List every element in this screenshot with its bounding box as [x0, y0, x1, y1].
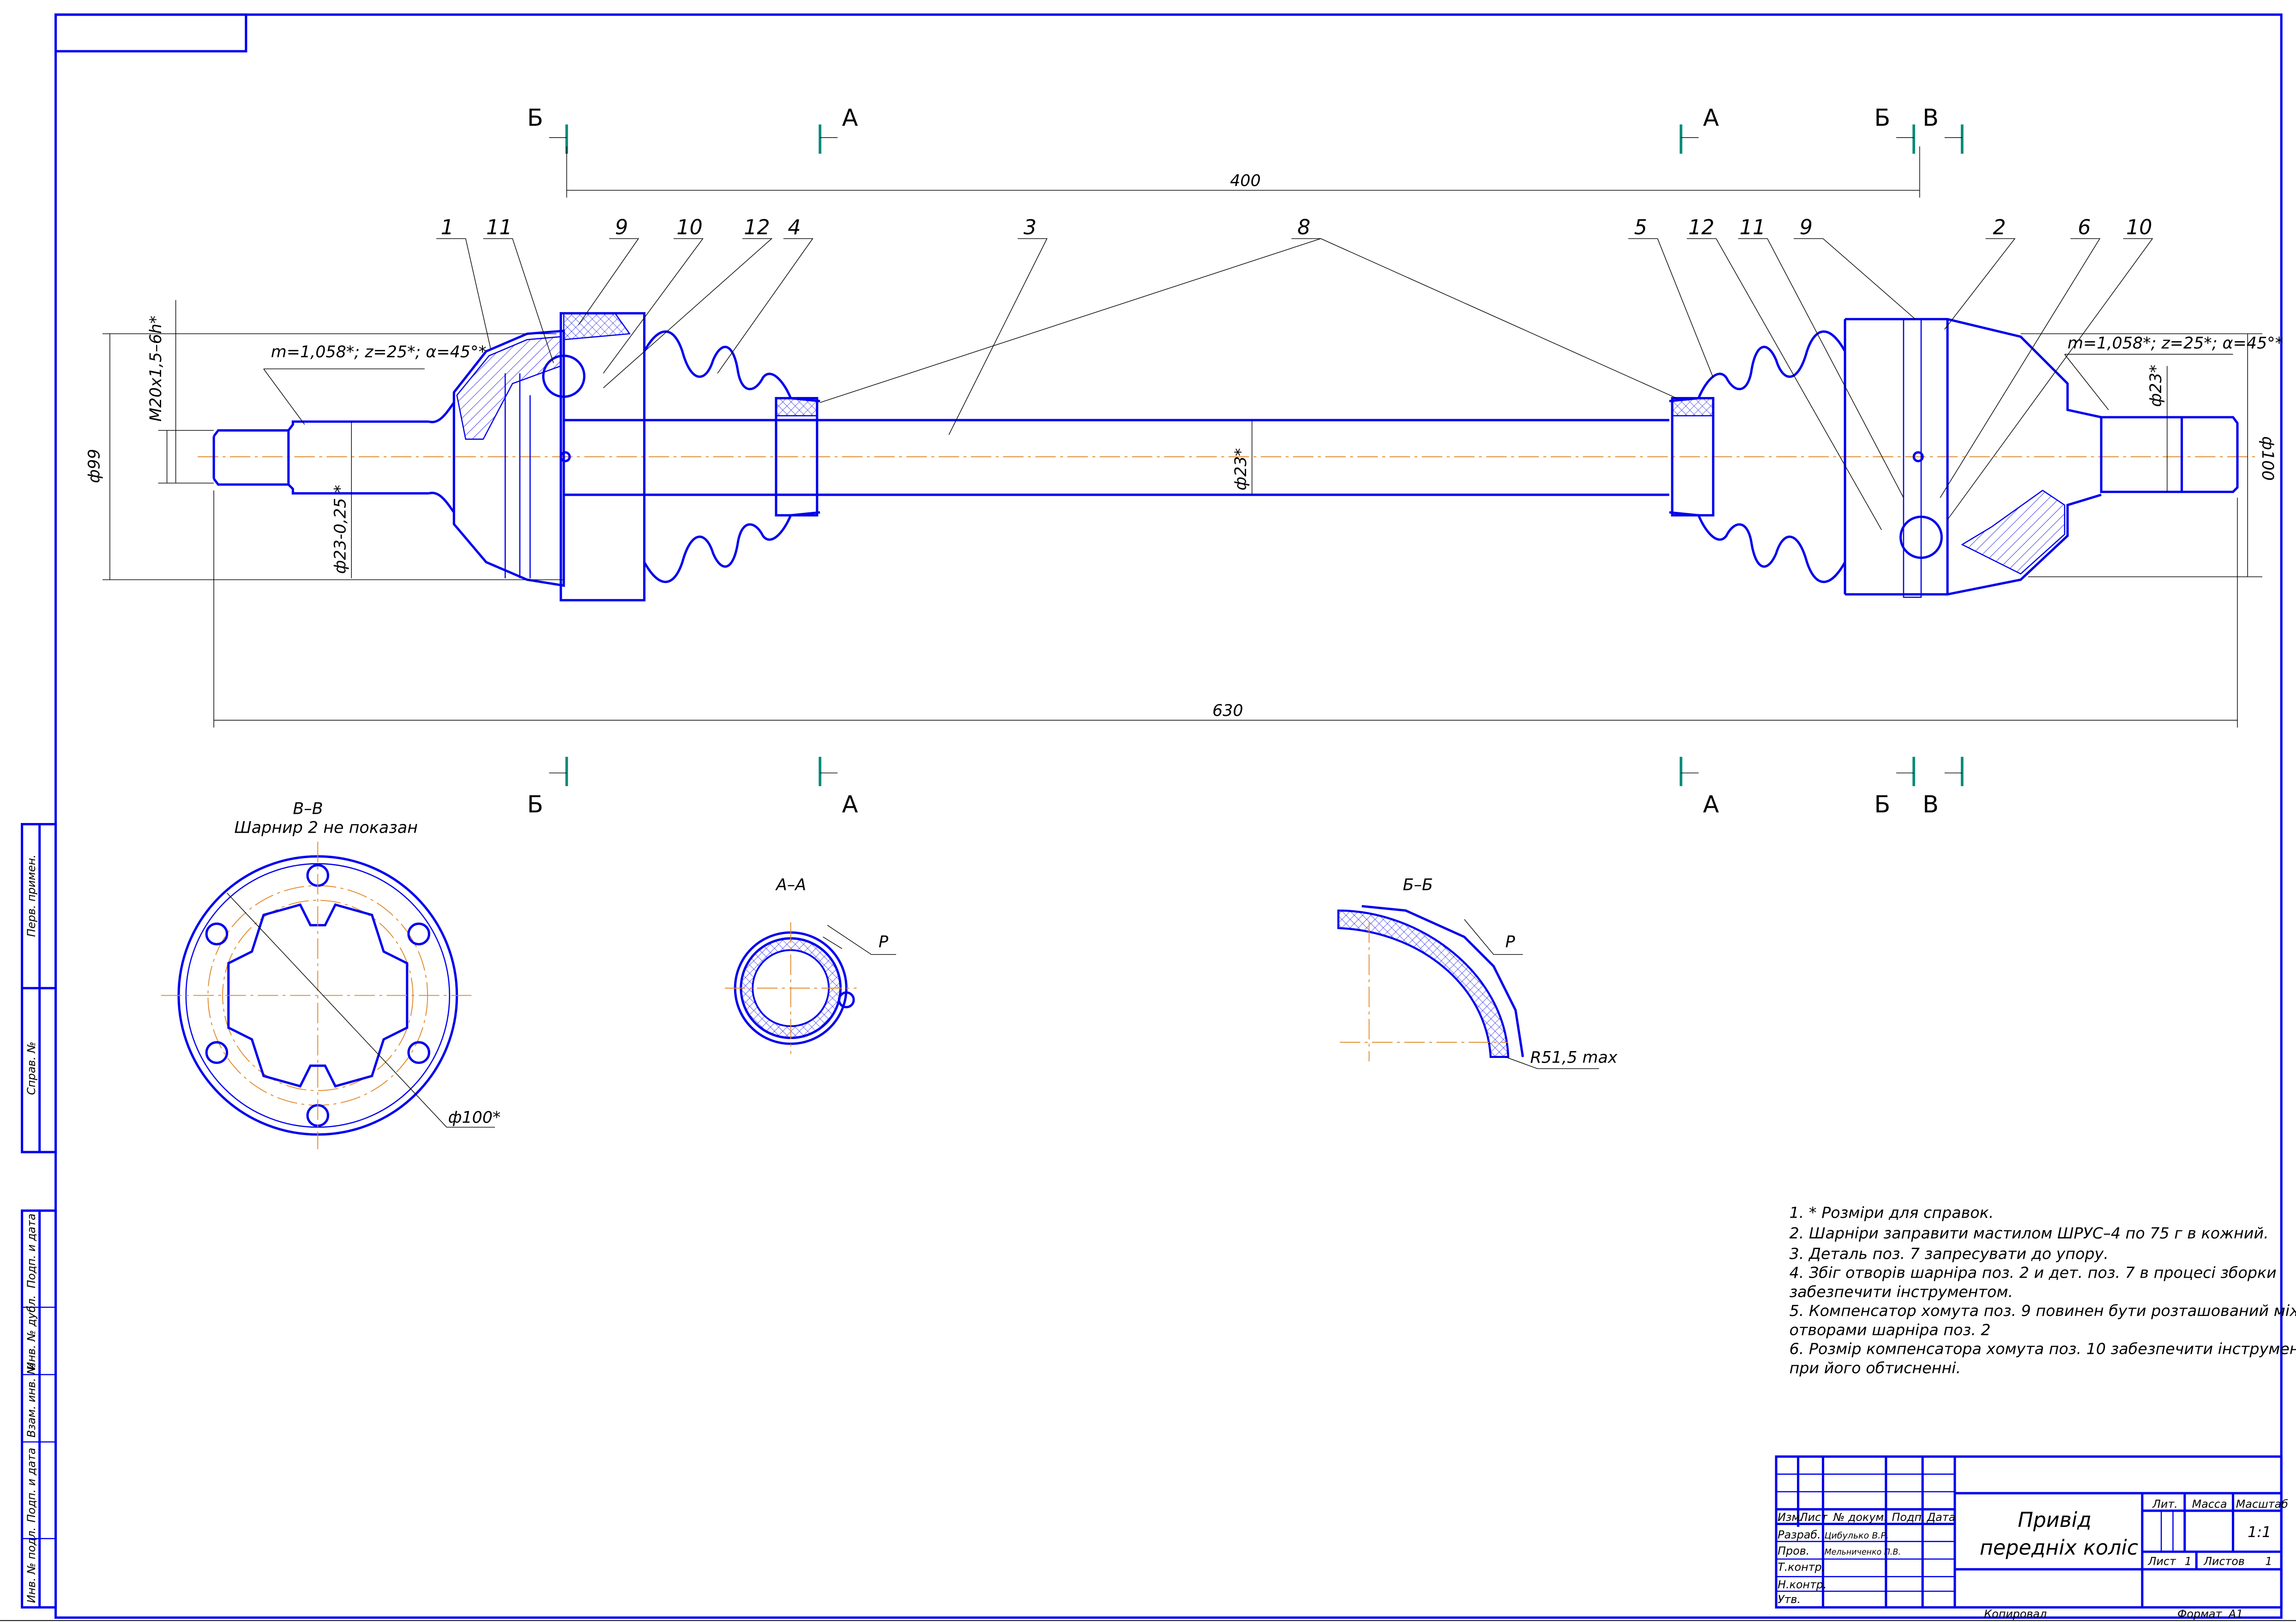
section-mark-v: В: [1922, 104, 1939, 132]
callout-label: 10: [676, 216, 703, 239]
section-mark-a: А: [842, 104, 858, 132]
spline-spec-right: m=1,058*; z=25*; α=45°*: [2067, 334, 2283, 353]
ball-icon: [1899, 515, 1943, 559]
dim-dia-99: ф99: [85, 449, 104, 483]
dim-dia-100: ф100: [2258, 436, 2277, 481]
col-date: Дата: [1927, 1511, 1956, 1524]
section-mark-v: В: [1922, 791, 1939, 818]
callout-label: 11: [1740, 216, 1766, 239]
stamp-label: Перв. примен.: [25, 854, 38, 937]
scale-label: Масштаб: [2236, 1498, 2288, 1511]
dim-thread: M20x1,5–6h*: [147, 316, 165, 422]
note-line: 6. Розмір компенсатора хомута поз. 10 за…: [1790, 1340, 2296, 1358]
callouts: 1 11 9 10 12 4 3 8 5 12 11 9 2 6 10: [436, 216, 2153, 530]
section-vv-title: В–В: [293, 799, 323, 818]
callout-label: 10: [2126, 216, 2152, 239]
name-check: Мельниченко П.В.: [1825, 1548, 1901, 1557]
section-bb: Б–Б P R51,5 max: [1337, 876, 1618, 1069]
dim-dia-23-tol: ф23-0,25 *: [331, 485, 350, 574]
callout-label: 5: [1634, 216, 1647, 239]
section-bb-title: Б–Б: [1403, 876, 1433, 894]
sheet-label: Лист: [2148, 1555, 2176, 1568]
stamp-label: Подп. и дата: [25, 1448, 38, 1522]
sheets-label: Листов: [2203, 1555, 2245, 1568]
section-vv-subtitle: Шарнир 2 не показан: [234, 819, 417, 837]
role-tcontr: Т.контр.: [1778, 1561, 1825, 1574]
copied-label: Копировал: [1984, 1607, 2047, 1620]
technical-notes: 1. * Розміри для справок. 2. Шарніри зап…: [1790, 1204, 2296, 1377]
note-line: 4. Збіг отворів шарніра поз. 2 и дет. по…: [1790, 1264, 2277, 1282]
dim-dia-23-shaft: ф23*: [1232, 448, 1250, 491]
callout-label: 12: [744, 216, 770, 239]
note-line: при його обтисненні.: [1790, 1359, 1961, 1377]
section-mark-b: Б: [527, 791, 543, 818]
callout-label: 8: [1297, 216, 1310, 239]
stamp-label: Взам. инв. №: [25, 1363, 38, 1437]
sheets-value: 1: [2265, 1555, 2272, 1568]
section-aa: А–А P: [724, 876, 897, 1054]
col-doc: № докум.: [1832, 1511, 1887, 1524]
role-ncontr: Н.контр.: [1778, 1578, 1826, 1591]
sheet-value: 1: [2185, 1555, 2192, 1568]
role-approve: Утв.: [1778, 1593, 1801, 1606]
section-vv: В–В Шарнир 2 не показан ф100*: [161, 799, 500, 1149]
callout-label: 6: [2078, 216, 2091, 239]
lit-label: Лит.: [2152, 1498, 2178, 1511]
callout-label: 3: [1024, 216, 1037, 239]
role-dev: Разраб.: [1778, 1528, 1820, 1541]
callout-label: 4: [788, 216, 801, 239]
section-markers: Б А А Б В Б А А Б В: [527, 104, 1964, 818]
format-value: А1: [2228, 1607, 2243, 1620]
col-list: Лист: [1799, 1511, 1828, 1524]
sheet-frame: [0, 13, 2296, 1621]
callout-label: 11: [486, 216, 512, 239]
dim-radius-bb: R51,5 max: [1530, 1048, 1617, 1067]
dim-dia-23-right: ф23*: [2147, 365, 2165, 407]
ball-icon: [542, 354, 586, 398]
dim-length-630: 630: [1212, 702, 1243, 720]
col-izm: Изм.: [1778, 1511, 1803, 1524]
p-label-aa: P: [879, 933, 888, 951]
section-aa-title: А–А: [775, 876, 806, 894]
callout-label: 1: [441, 216, 454, 239]
note-line: 3. Деталь поз. 7 запресувати до упору.: [1790, 1244, 2109, 1262]
section-mark-b: Б: [527, 104, 543, 132]
note-line: отворами шарніра поз. 2: [1790, 1321, 1991, 1339]
note-line: 1. * Розміри для справок.: [1790, 1204, 1994, 1222]
scale-value: 1:1: [2248, 1524, 2271, 1541]
callout-label: 9: [1800, 216, 1813, 239]
note-line: 5. Компенсатор хомута поз. 9 повинен бут…: [1790, 1302, 2296, 1320]
mass-label: Масса: [2192, 1498, 2227, 1511]
section-mark-a: А: [1703, 791, 1719, 818]
callout-label: 12: [1688, 216, 1715, 239]
callout-label: 2: [1993, 216, 2006, 239]
margin-stamps: Перв. примен. Справ. № Подп. и дата Инв.…: [21, 823, 57, 1609]
name-dev: Цибулько В.Р.: [1825, 1531, 1889, 1541]
stamp-label: Инв. № подл.: [25, 1527, 38, 1603]
note-line: забезпечити інструментом.: [1790, 1283, 2013, 1301]
note-line: 2. Шарніри заправити мастилом ШРУС–4 по …: [1790, 1224, 2269, 1242]
p-label-bb: P: [1505, 933, 1515, 951]
section-mark-a: А: [842, 791, 858, 818]
format-label: Формат: [2177, 1607, 2223, 1620]
drive-shaft-assembly: [198, 312, 2255, 601]
section-mark-b: Б: [1874, 104, 1891, 132]
dimensions: 400 630 ф99 M20x1,5–6h* ф23-0,25 * m=1,0…: [85, 146, 2283, 728]
title-block: Изм. Лист № докум. Подп. Дата Разраб. Ци…: [1775, 1455, 2288, 1620]
section-mark-a: А: [1703, 104, 1719, 132]
section-mark-b: Б: [1874, 791, 1891, 818]
col-sign: Подп.: [1892, 1511, 1925, 1524]
dim-dia-100-flange: ф100*: [448, 1109, 501, 1127]
stamp-label: Справ. №: [25, 1042, 38, 1095]
role-check: Пров.: [1778, 1544, 1809, 1557]
stamp-label: Подп. и дата: [25, 1213, 38, 1288]
stamp-label: Инв. № дубл.: [25, 1295, 38, 1370]
callout-label: 9: [615, 216, 628, 239]
spline-spec-left: m=1,058*; z=25*; α=45°*: [271, 343, 487, 361]
drawing-title-line1: Привід: [2018, 1508, 2091, 1532]
dim-length-400: 400: [1230, 172, 1261, 190]
drawing-title-line2: передніх коліс: [1980, 1536, 2138, 1560]
